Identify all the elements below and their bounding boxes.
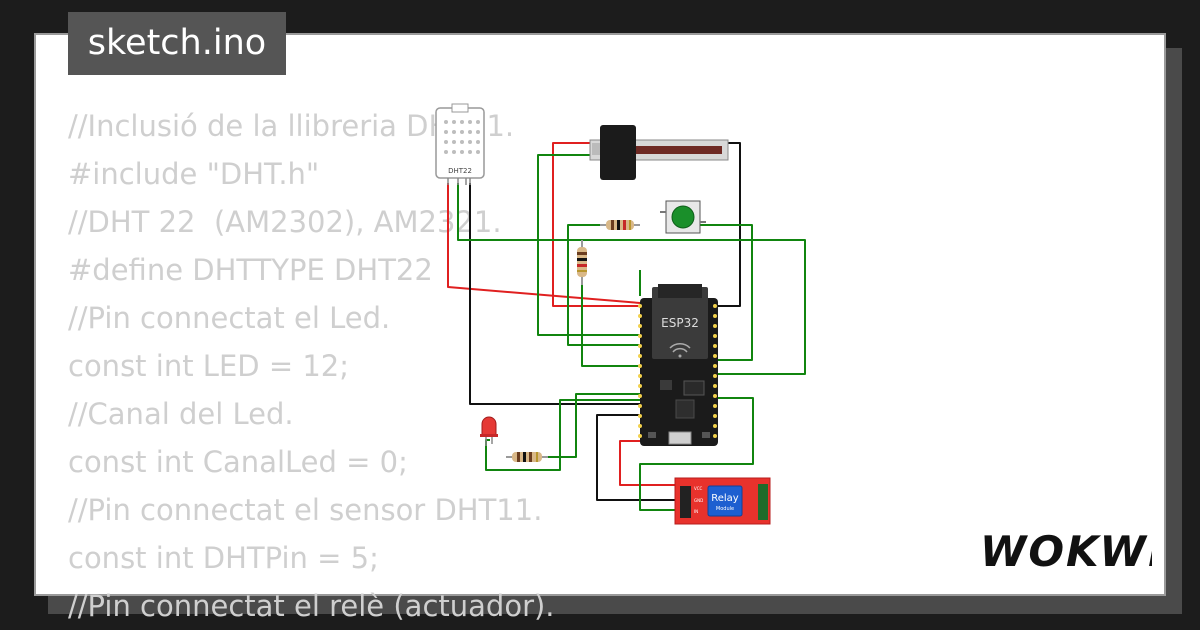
wire-green <box>581 283 640 367</box>
wire-red <box>619 440 675 486</box>
wifi-icon <box>669 343 691 358</box>
code-line: const int DHTPin = 5; <box>68 541 379 575</box>
code-line: //Pin connectat el relè (actuador). <box>68 589 555 623</box>
wokwi-logo: WOKWi <box>980 527 1152 576</box>
red-led[interactable] <box>480 416 498 446</box>
code-line: //Pin connectat el sensor DHT11. <box>68 493 543 527</box>
code-line: //Inclusió de la llibreria DHT11. <box>68 109 515 143</box>
relay-pin-gnd: GND <box>694 498 703 503</box>
code-line: //Pin connectat el Led. <box>68 301 391 335</box>
esp32-board[interactable]: ESP32 <box>638 284 718 446</box>
wire-black <box>596 414 675 501</box>
dht22-sensor[interactable]: DHT22 <box>435 103 485 185</box>
wire-red <box>447 183 641 304</box>
code-line: #include "DHT.h" <box>68 157 320 191</box>
slide-potentiometer[interactable] <box>589 125 729 180</box>
relay-title: Relay <box>711 493 739 504</box>
relay-module[interactable]: Relay Module VCC GND IN <box>674 477 771 525</box>
wire-green <box>457 183 806 375</box>
wire-red <box>552 142 640 307</box>
code-preview: //Inclusió de la llibreria DHT11. #includ… <box>68 102 555 630</box>
dht22-label: DHT22 <box>448 167 472 175</box>
code-line: #define DHTTYPE DHT22 <box>68 253 433 287</box>
relay-pin-vcc: VCC <box>694 486 703 491</box>
resistor-horizontal <box>600 220 640 230</box>
pushbutton[interactable] <box>660 200 706 234</box>
wire-green <box>485 399 640 471</box>
esp32-label: ESP32 <box>661 316 699 330</box>
relay-pin-in: IN <box>694 509 698 514</box>
code-line: const int LED = 12; <box>68 349 350 383</box>
resistor-led <box>506 452 548 462</box>
wire-green <box>639 397 754 511</box>
code-line: //DHT 22 (AM2302), AM2321. <box>68 205 502 239</box>
file-tab[interactable]: sketch.ino <box>68 12 286 75</box>
code-line: //Canal del Led. <box>68 397 294 431</box>
wire-green <box>537 154 640 336</box>
relay-subtitle: Module <box>716 506 734 512</box>
resistor-vertical <box>577 240 587 285</box>
preview-card <box>34 33 1166 596</box>
wire-green <box>700 224 753 361</box>
code-line: const int CanalLed = 0; <box>68 445 408 479</box>
wokwi-logo-text: WOKWi <box>980 527 1152 576</box>
wire-green <box>567 224 640 346</box>
wire-green <box>540 393 640 458</box>
wire-black <box>469 183 640 405</box>
wires <box>447 142 806 511</box>
